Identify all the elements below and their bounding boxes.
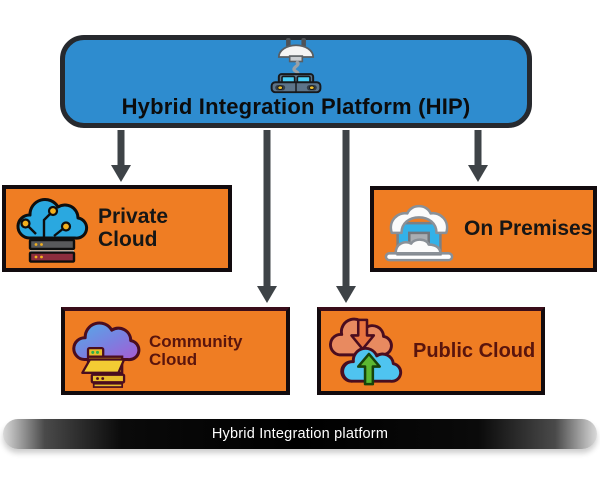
- cloud-folder-server-icon: [72, 321, 141, 388]
- node-community-cloud: Community Cloud: [61, 307, 290, 395]
- node-label-public-cloud: Public Cloud: [413, 339, 536, 362]
- snow-covered-house-icon: [384, 204, 454, 262]
- node-label-private-cloud: Private Cloud: [98, 205, 169, 251]
- node-on-premises: On Premises: [370, 186, 597, 272]
- footer-caption-label: Hybrid Integration platform: [211, 426, 389, 442]
- arrow-hip-to-on-premises: [468, 130, 488, 182]
- footer-caption-bar: Hybrid Integration platform: [3, 419, 597, 449]
- hip-title-label: Hybrid Integration Platform (HIP): [121, 94, 471, 119]
- arrow-hip-to-public-cloud: [336, 130, 356, 303]
- hip-title-box: Hybrid Integration Platform (HIP): [60, 35, 532, 128]
- hybrid-car-plug-icon: [270, 38, 322, 94]
- node-public-cloud: Public Cloud: [317, 307, 545, 395]
- node-label-community-cloud: Community Cloud: [149, 332, 243, 369]
- arrow-hip-to-community-cloud: [257, 130, 277, 303]
- arrow-hip-to-private-cloud: [111, 130, 131, 182]
- cloud-up-down-arrows-icon: [329, 317, 403, 386]
- node-private-cloud: Private Cloud: [2, 185, 232, 272]
- cloud-circuit-server-icon: [16, 197, 89, 263]
- node-label-on-premises: On Premises: [464, 216, 593, 240]
